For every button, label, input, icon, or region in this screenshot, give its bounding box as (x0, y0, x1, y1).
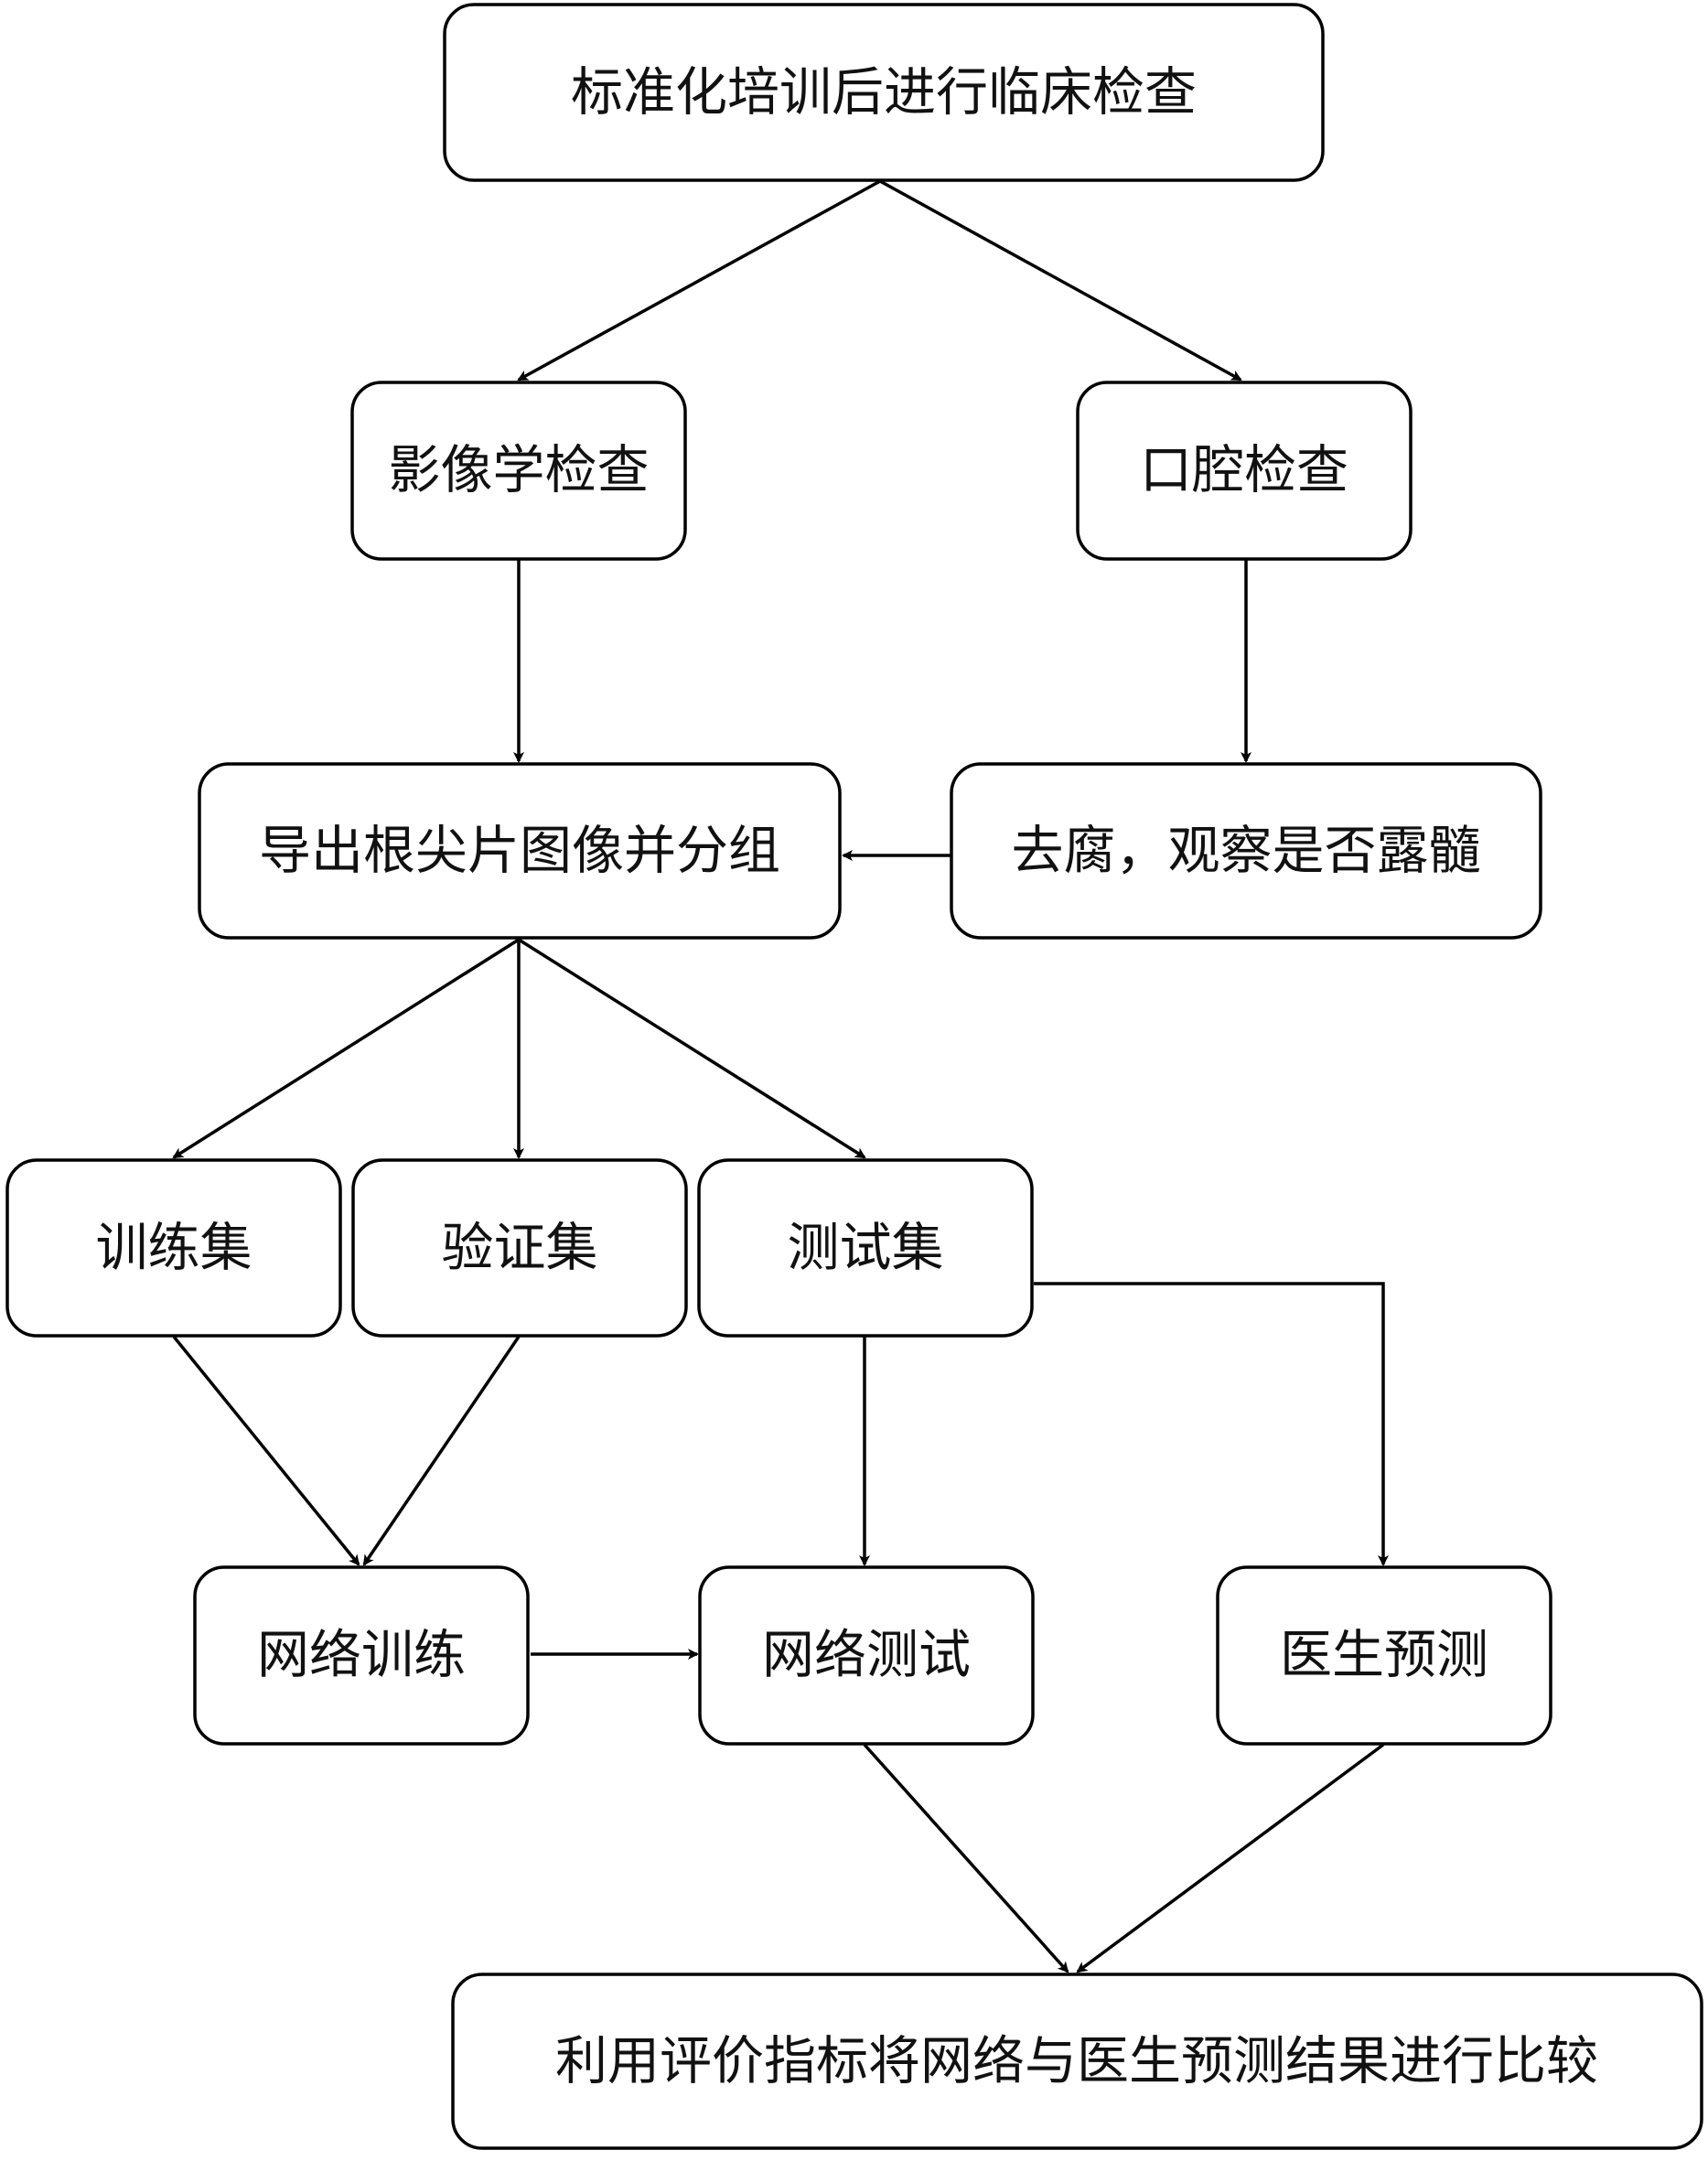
node-clinical-exam: 标准化培训后进行临床检查 (443, 3, 1325, 182)
node-training-set-label: 训练集 (96, 1218, 252, 1278)
node-clinical-exam-label: 标准化培训后进行临床检查 (571, 62, 1197, 123)
node-imaging-exam-label: 影像学检查 (389, 440, 650, 500)
node-doctor-prediction-label: 医生预测 (1280, 1625, 1488, 1685)
node-network-testing: 网络测试 (698, 1565, 1035, 1746)
edge-export-to-training (172, 938, 520, 1159)
node-oral-exam: 口腔检查 (1076, 381, 1413, 561)
node-comparison: 利用评价指标将网络与医生预测结果进行比较 (451, 1973, 1703, 2150)
edge-training-to-network-training (172, 1335, 360, 1566)
node-imaging-exam: 影像学检查 (350, 381, 687, 561)
node-oral-exam-label: 口腔检查 (1140, 440, 1348, 500)
node-test-set-label: 测试集 (788, 1218, 944, 1278)
node-export-group-label: 导出根尖片图像并分组 (259, 821, 780, 881)
node-export-group: 导出根尖片图像并分组 (198, 762, 842, 940)
node-comparison-label: 利用评价指标将网络与医生预测结果进行比较 (555, 2031, 1598, 2091)
edge-clinical-to-oral (879, 179, 1242, 382)
node-caries-removal-label: 去腐，观察是否露髓 (1012, 821, 1481, 881)
edge-test-to-doctor-prediction (1034, 1282, 1389, 1566)
node-test-set: 测试集 (697, 1158, 1034, 1338)
node-network-training: 网络训练 (193, 1565, 530, 1746)
node-caries-removal: 去腐，观察是否露髓 (950, 762, 1542, 940)
node-validation-set-label: 验证集 (442, 1218, 598, 1278)
node-training-set: 训练集 (5, 1158, 342, 1338)
node-network-testing-label: 网络测试 (762, 1625, 971, 1685)
edges (172, 179, 1389, 1973)
edge-network-testing-to-comparison (863, 1743, 1069, 1973)
node-doctor-prediction: 医生预测 (1216, 1565, 1552, 1746)
node-validation-set: 验证集 (351, 1158, 688, 1338)
edge-export-to-test (518, 938, 866, 1159)
node-network-training-label: 网络训练 (257, 1625, 466, 1685)
edge-doctor-prediction-to-comparison (1076, 1743, 1385, 1973)
edge-validation-to-network-training (362, 1336, 521, 1566)
edge-clinical-to-imaging (517, 179, 881, 382)
